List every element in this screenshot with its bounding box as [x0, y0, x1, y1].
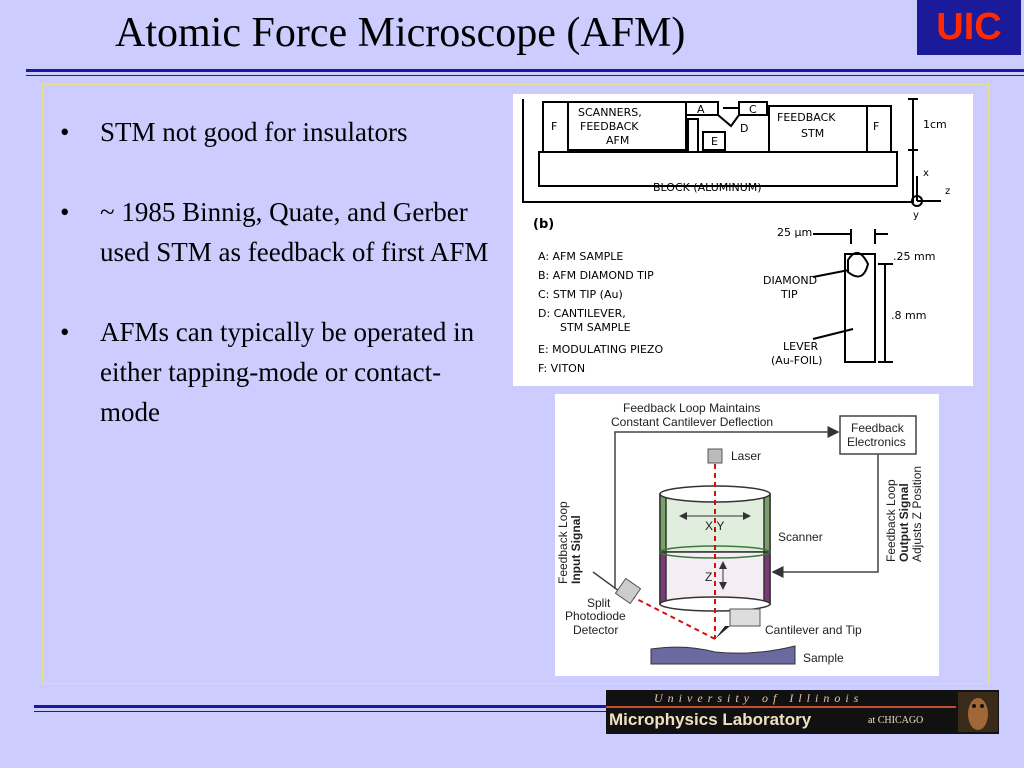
label-25mm: .25 mm — [893, 250, 935, 263]
label-tip: TIP — [780, 288, 798, 301]
legend-b: B: AFM DIAMOND TIP — [538, 269, 654, 282]
bullet-item: STM not good for insulators — [58, 112, 498, 152]
label-a: A — [697, 103, 705, 116]
label-z: Z — [705, 570, 712, 584]
label-f-right: F — [873, 120, 879, 133]
label-25um: 25 μm — [777, 226, 812, 239]
slide-title: Atomic Force Microscope (AFM) — [115, 10, 686, 56]
label-loop-top2: Constant Cantilever Deflection — [611, 415, 773, 429]
legend-f: F: VITON — [538, 362, 585, 375]
label-scanners: SCANNERS, — [578, 106, 642, 119]
label-right-loop1: Feedback Loop — [884, 479, 898, 562]
label-photodiode: Photodiode — [565, 609, 626, 623]
label-feedback: FEEDBACK — [580, 120, 639, 133]
label-left-loop1: Feedback Loop — [556, 501, 570, 584]
label-split: Split — [587, 596, 611, 610]
label-right-loop3: Adjusts Z Position — [910, 466, 924, 562]
legend-d2: STM SAMPLE — [560, 321, 631, 334]
label-diamond: DIAMOND — [763, 274, 817, 287]
uic-logo: UIC — [917, 0, 1021, 55]
bullet-item: ~ 1985 Binnig, Quate, and Gerber used ST… — [58, 192, 498, 272]
label-d: D — [740, 122, 748, 135]
footer-at: at CHICAGO — [868, 715, 924, 726]
photodiode-icon — [614, 577, 642, 605]
laser-icon — [707, 448, 723, 464]
footer-divider-thin — [34, 711, 606, 712]
label-c: C — [749, 103, 757, 116]
label-stm: STM — [801, 127, 824, 140]
title-divider-thin — [26, 75, 1024, 76]
label-laser: Laser — [731, 449, 761, 463]
label-loop-top1: Feedback Loop Maintains — [623, 401, 760, 415]
label-electronics1: Feedback — [851, 421, 905, 435]
label-sample: Sample — [803, 651, 844, 665]
afm-apparatus-figure: SCANNERS, FEEDBACK AFM FEEDBACK STM F F … — [513, 94, 973, 386]
legend-a: A: AFM SAMPLE — [538, 250, 623, 263]
bullet-item: AFMs can typically be operated in either… — [58, 312, 498, 432]
label-lever: LEVER — [783, 340, 819, 353]
title-divider — [26, 69, 1024, 72]
label-left-loop2: Input Signal — [569, 515, 583, 584]
label-axis-x: x — [923, 168, 929, 179]
label-axis-y: y — [913, 210, 919, 221]
footer-lab: Microphysics Laboratory — [609, 710, 812, 729]
label-xy: X,Y — [705, 519, 724, 533]
label-e: E — [711, 135, 718, 148]
label-f-left: F — [551, 120, 557, 133]
label-axis-z: z — [945, 186, 950, 197]
sample-icon — [650, 645, 796, 665]
label-aufoil: (Au-FOIL) — [771, 354, 822, 367]
label-b: (b) — [533, 217, 554, 232]
footer-banner: U n i v e r s i t y o f I l l i n o i s … — [606, 690, 999, 734]
label-right-loop2: Output Signal — [897, 483, 911, 562]
legend-c: C: STM TIP (Au) — [538, 288, 623, 301]
bullet-list: STM not good for insulators ~ 1985 Binni… — [58, 112, 498, 472]
cantilever-icon — [729, 608, 761, 627]
label-1cm: 1cm — [923, 118, 947, 131]
label-electronics2: Electronics — [847, 435, 906, 449]
footer-stripe — [606, 706, 956, 708]
label-block: BLOCK (ALUMINUM) — [653, 181, 762, 194]
owl-icon — [958, 692, 998, 732]
label-afm: AFM — [606, 134, 629, 147]
content-frame — [42, 84, 989, 684]
afm-feedback-figure: Feedback Loop Maintains Constant Cantile… — [555, 394, 939, 676]
legend-e: E: MODULATING PIEZO — [538, 343, 663, 356]
legend-d: D: CANTILEVER, — [538, 307, 626, 320]
label-cantilever: Cantilever and Tip — [765, 623, 862, 637]
footer-university: U n i v e r s i t y o f I l l i n o i s — [654, 691, 860, 705]
label-scanner: Scanner — [778, 530, 823, 544]
footer-divider — [34, 705, 606, 708]
label-detector: Detector — [573, 623, 618, 637]
label-feedback-right: FEEDBACK — [777, 111, 836, 124]
label-8mm: .8 mm — [891, 309, 926, 322]
